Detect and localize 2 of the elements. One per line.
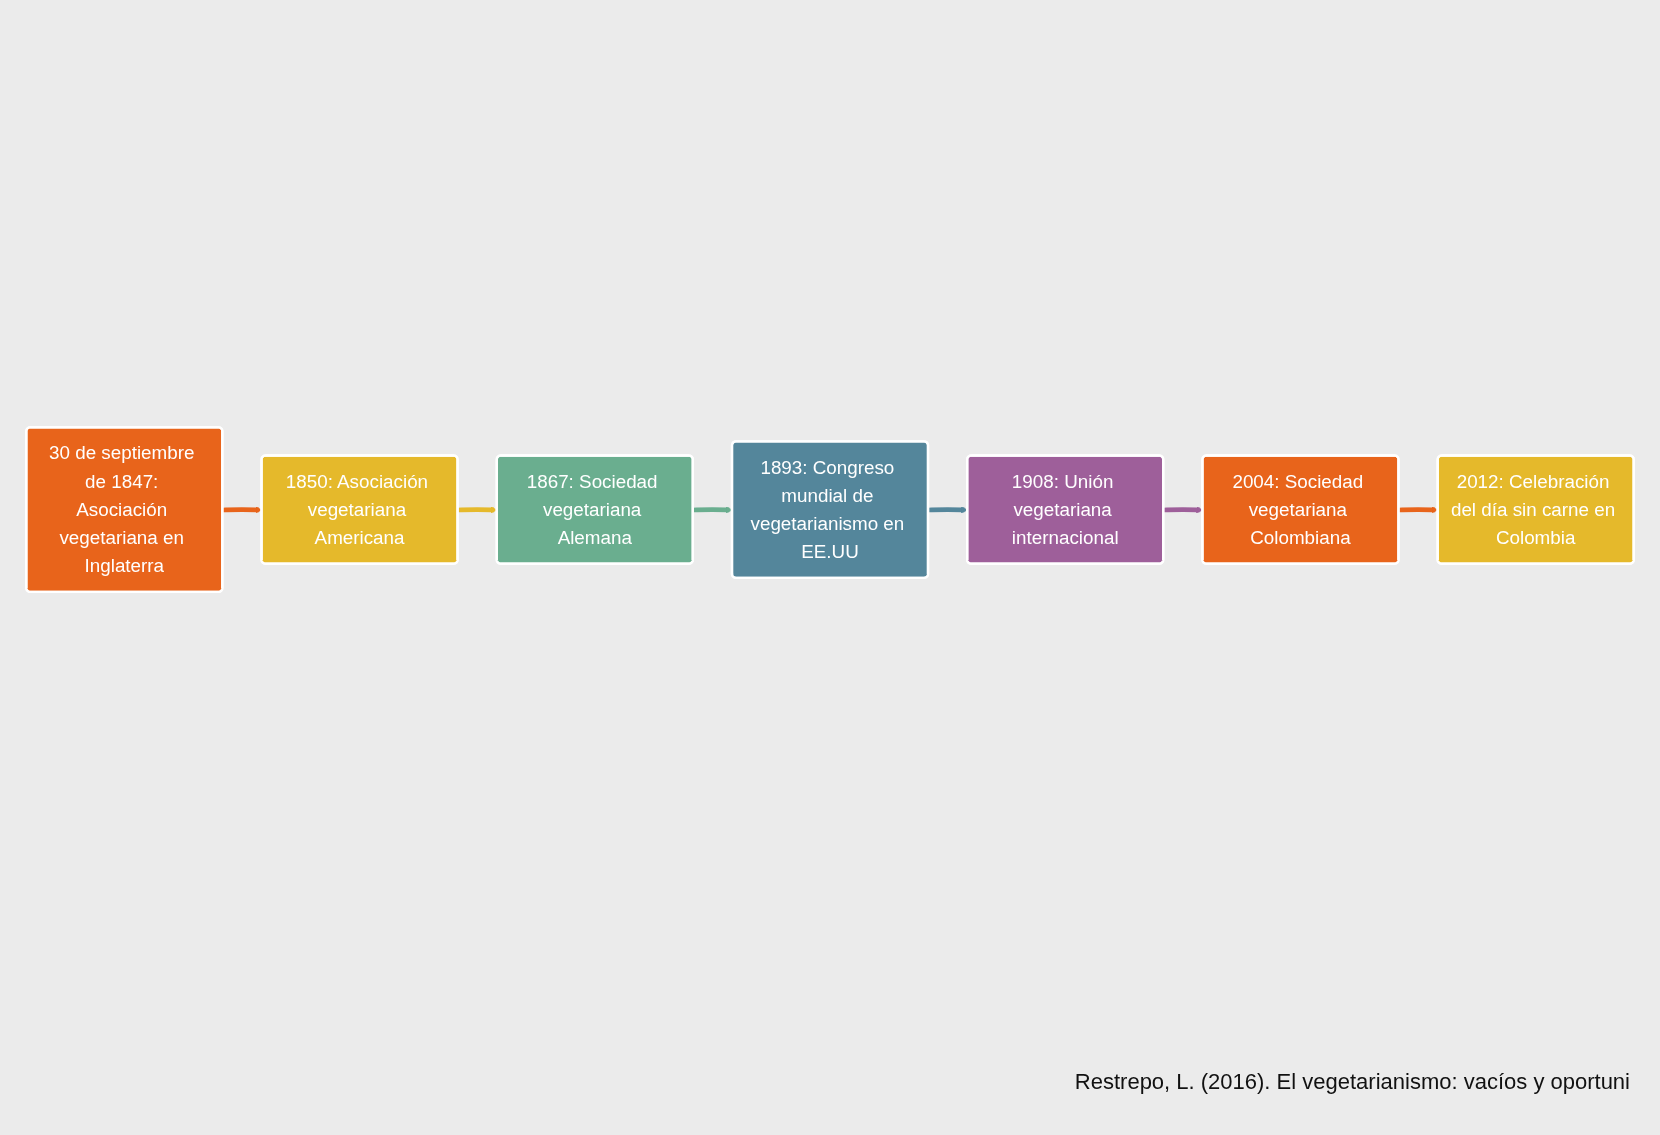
citation-text: Restrepo, L. (2016). El vegetarianismo: vacíos y oportuni: [1074, 1069, 1630, 1095]
arrow: [928, 506, 968, 514]
